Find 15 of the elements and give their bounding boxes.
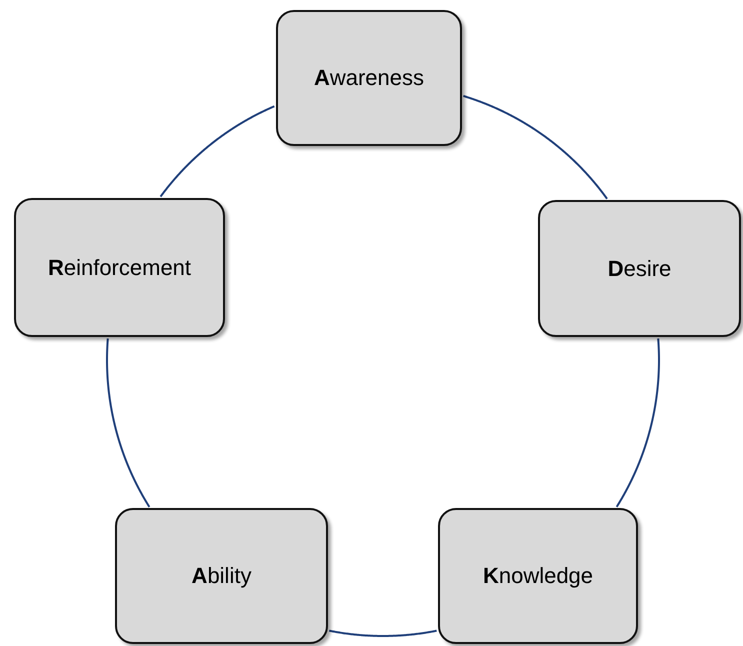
stage-box xyxy=(438,508,638,644)
stage-label: Ability xyxy=(192,563,252,589)
stage-label: Awareness xyxy=(314,65,424,91)
stage-label: Desire xyxy=(608,256,672,282)
connector-arc xyxy=(160,105,275,198)
connector-arc xyxy=(328,630,437,637)
stage-box xyxy=(115,508,328,644)
stage-label: Reinforcement xyxy=(48,254,192,280)
stage-box xyxy=(538,200,741,337)
stage-box xyxy=(14,198,225,337)
connector-arc xyxy=(106,338,150,508)
connector-arc xyxy=(463,95,608,200)
stage-label: Knowledge xyxy=(482,563,594,589)
stage-box xyxy=(276,10,462,146)
connector-arc xyxy=(616,338,660,508)
